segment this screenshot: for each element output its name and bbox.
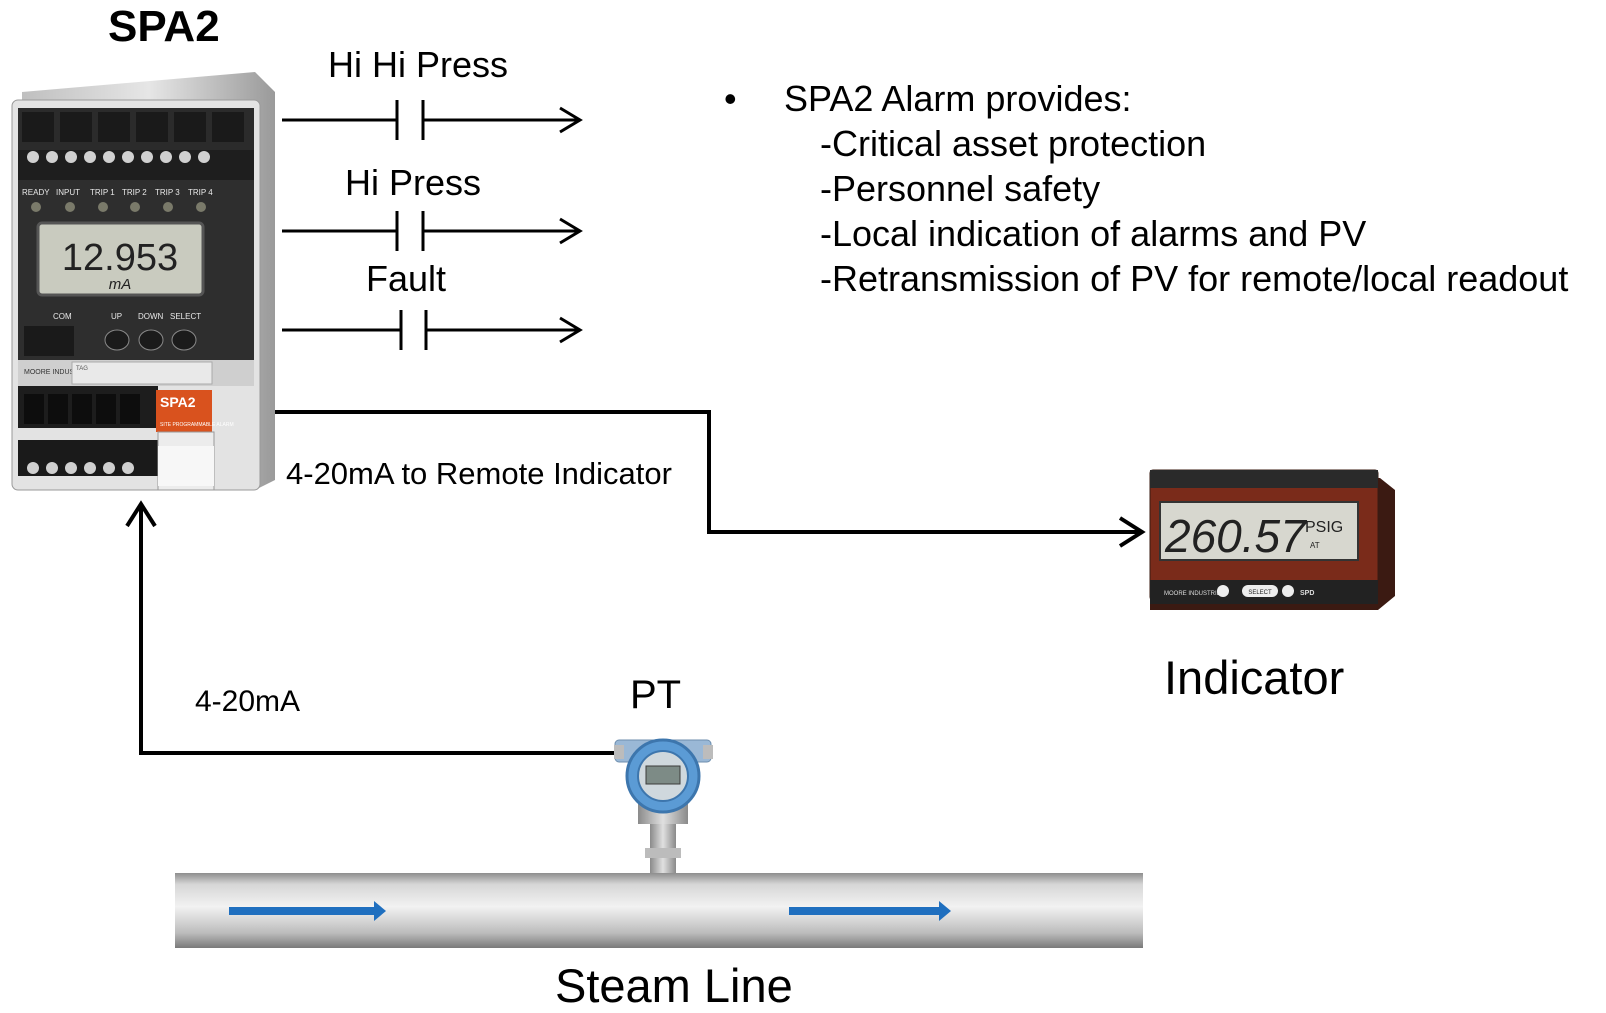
diagram-title: SPA2	[108, 2, 220, 51]
spa2-select-label: SELECT	[170, 312, 201, 321]
indicator-up-button	[1217, 585, 1229, 597]
led-label-trip4: TRIP 4	[188, 188, 213, 197]
flow-arrow-left	[229, 901, 386, 921]
input-signal-label: 4-20mA	[195, 685, 301, 718]
pipe-label: Steam Line	[555, 959, 793, 1012]
indicator-device: 260.57 PSIG AT MOORE INDUSTRIES SELECT S…	[1149, 469, 1395, 610]
indicator-down-button	[1282, 585, 1294, 597]
retransmit-label: 4-20mA to Remote Indicator	[286, 456, 672, 491]
indicator-select-label: SELECT	[1248, 590, 1272, 596]
flow-arrow-right	[789, 901, 951, 921]
led-ready	[31, 202, 41, 212]
pressure-transmitter	[614, 738, 713, 873]
spa2-up-label: UP	[111, 312, 122, 321]
feature-item: -Retransmission of PV for remote/local r…	[820, 258, 1569, 299]
relay-hihi	[282, 100, 583, 140]
spa2-com-port	[24, 326, 74, 356]
indicator-sub: AT	[1310, 541, 1320, 550]
spa2-down-label: DOWN	[138, 312, 164, 321]
indicator-label: Indicator	[1164, 651, 1345, 704]
led-trip1	[98, 202, 108, 212]
spa2-device: READY INPUT TRIP 1 TRIP 2 TRIP 3 TRIP 4 …	[11, 72, 275, 491]
led-input	[65, 202, 75, 212]
indicator-model: SPD	[1300, 590, 1314, 597]
led-label-ready: READY	[22, 188, 50, 197]
indicator-value: 260.57	[1164, 510, 1307, 562]
output-label-fault: Fault	[366, 258, 447, 299]
features-heading: SPA2 Alarm provides:	[784, 78, 1132, 119]
spa2-badge-title: SPA2	[160, 394, 196, 410]
features-list: • SPA2 Alarm provides: -Critical asset p…	[720, 76, 1568, 301]
relay-hi	[282, 211, 583, 251]
spa2-lcd-unit: mA	[109, 276, 132, 293]
features-heading-row: • SPA2 Alarm provides:	[720, 76, 1568, 121]
led-label-trip1: TRIP 1	[90, 188, 115, 197]
led-trip3	[163, 202, 173, 212]
led-trip4	[196, 202, 206, 212]
feature-item: -Critical asset protection	[820, 123, 1207, 164]
spa2-lcd-value: 12.953	[62, 237, 178, 279]
led-label-input: INPUT	[56, 188, 80, 197]
spa2-lcd	[36, 221, 205, 297]
steam-pipe	[175, 873, 1143, 948]
indicator-select-button	[1242, 585, 1278, 597]
bullet-icon: •	[724, 78, 737, 119]
input-wire	[125, 500, 620, 755]
led-trip2	[130, 202, 140, 212]
retransmit-wire	[274, 410, 1146, 548]
spa2-up-button	[104, 329, 130, 351]
indicator-brand: MOORE INDUSTRIES	[1164, 591, 1225, 597]
indicator-lcd	[1159, 501, 1359, 561]
spa2-select-button	[171, 329, 197, 351]
spa2-brand: MOORE INDUSTRIES	[24, 369, 95, 376]
feature-item: -Local indication of alarms and PV	[820, 213, 1367, 254]
led-label-trip2: TRIP 2	[122, 188, 147, 197]
indicator-unit: PSIG	[1305, 519, 1343, 536]
feature-item: -Personnel safety	[820, 168, 1101, 209]
transmitter-label: PT	[630, 673, 682, 717]
spa2-badge-text: SITE PROGRAMMABLE ALARM	[160, 422, 234, 428]
spa2-badge	[156, 390, 212, 432]
output-label-hihi: Hi Hi Press	[328, 44, 509, 85]
spa2-com-label: COM	[53, 312, 72, 321]
led-label-trip3: TRIP 3	[155, 188, 180, 197]
spa2-tag-label: TAG	[76, 366, 88, 372]
output-label-hi: Hi Press	[345, 162, 482, 203]
relay-fault	[282, 310, 583, 350]
spa2-down-button	[138, 329, 164, 351]
